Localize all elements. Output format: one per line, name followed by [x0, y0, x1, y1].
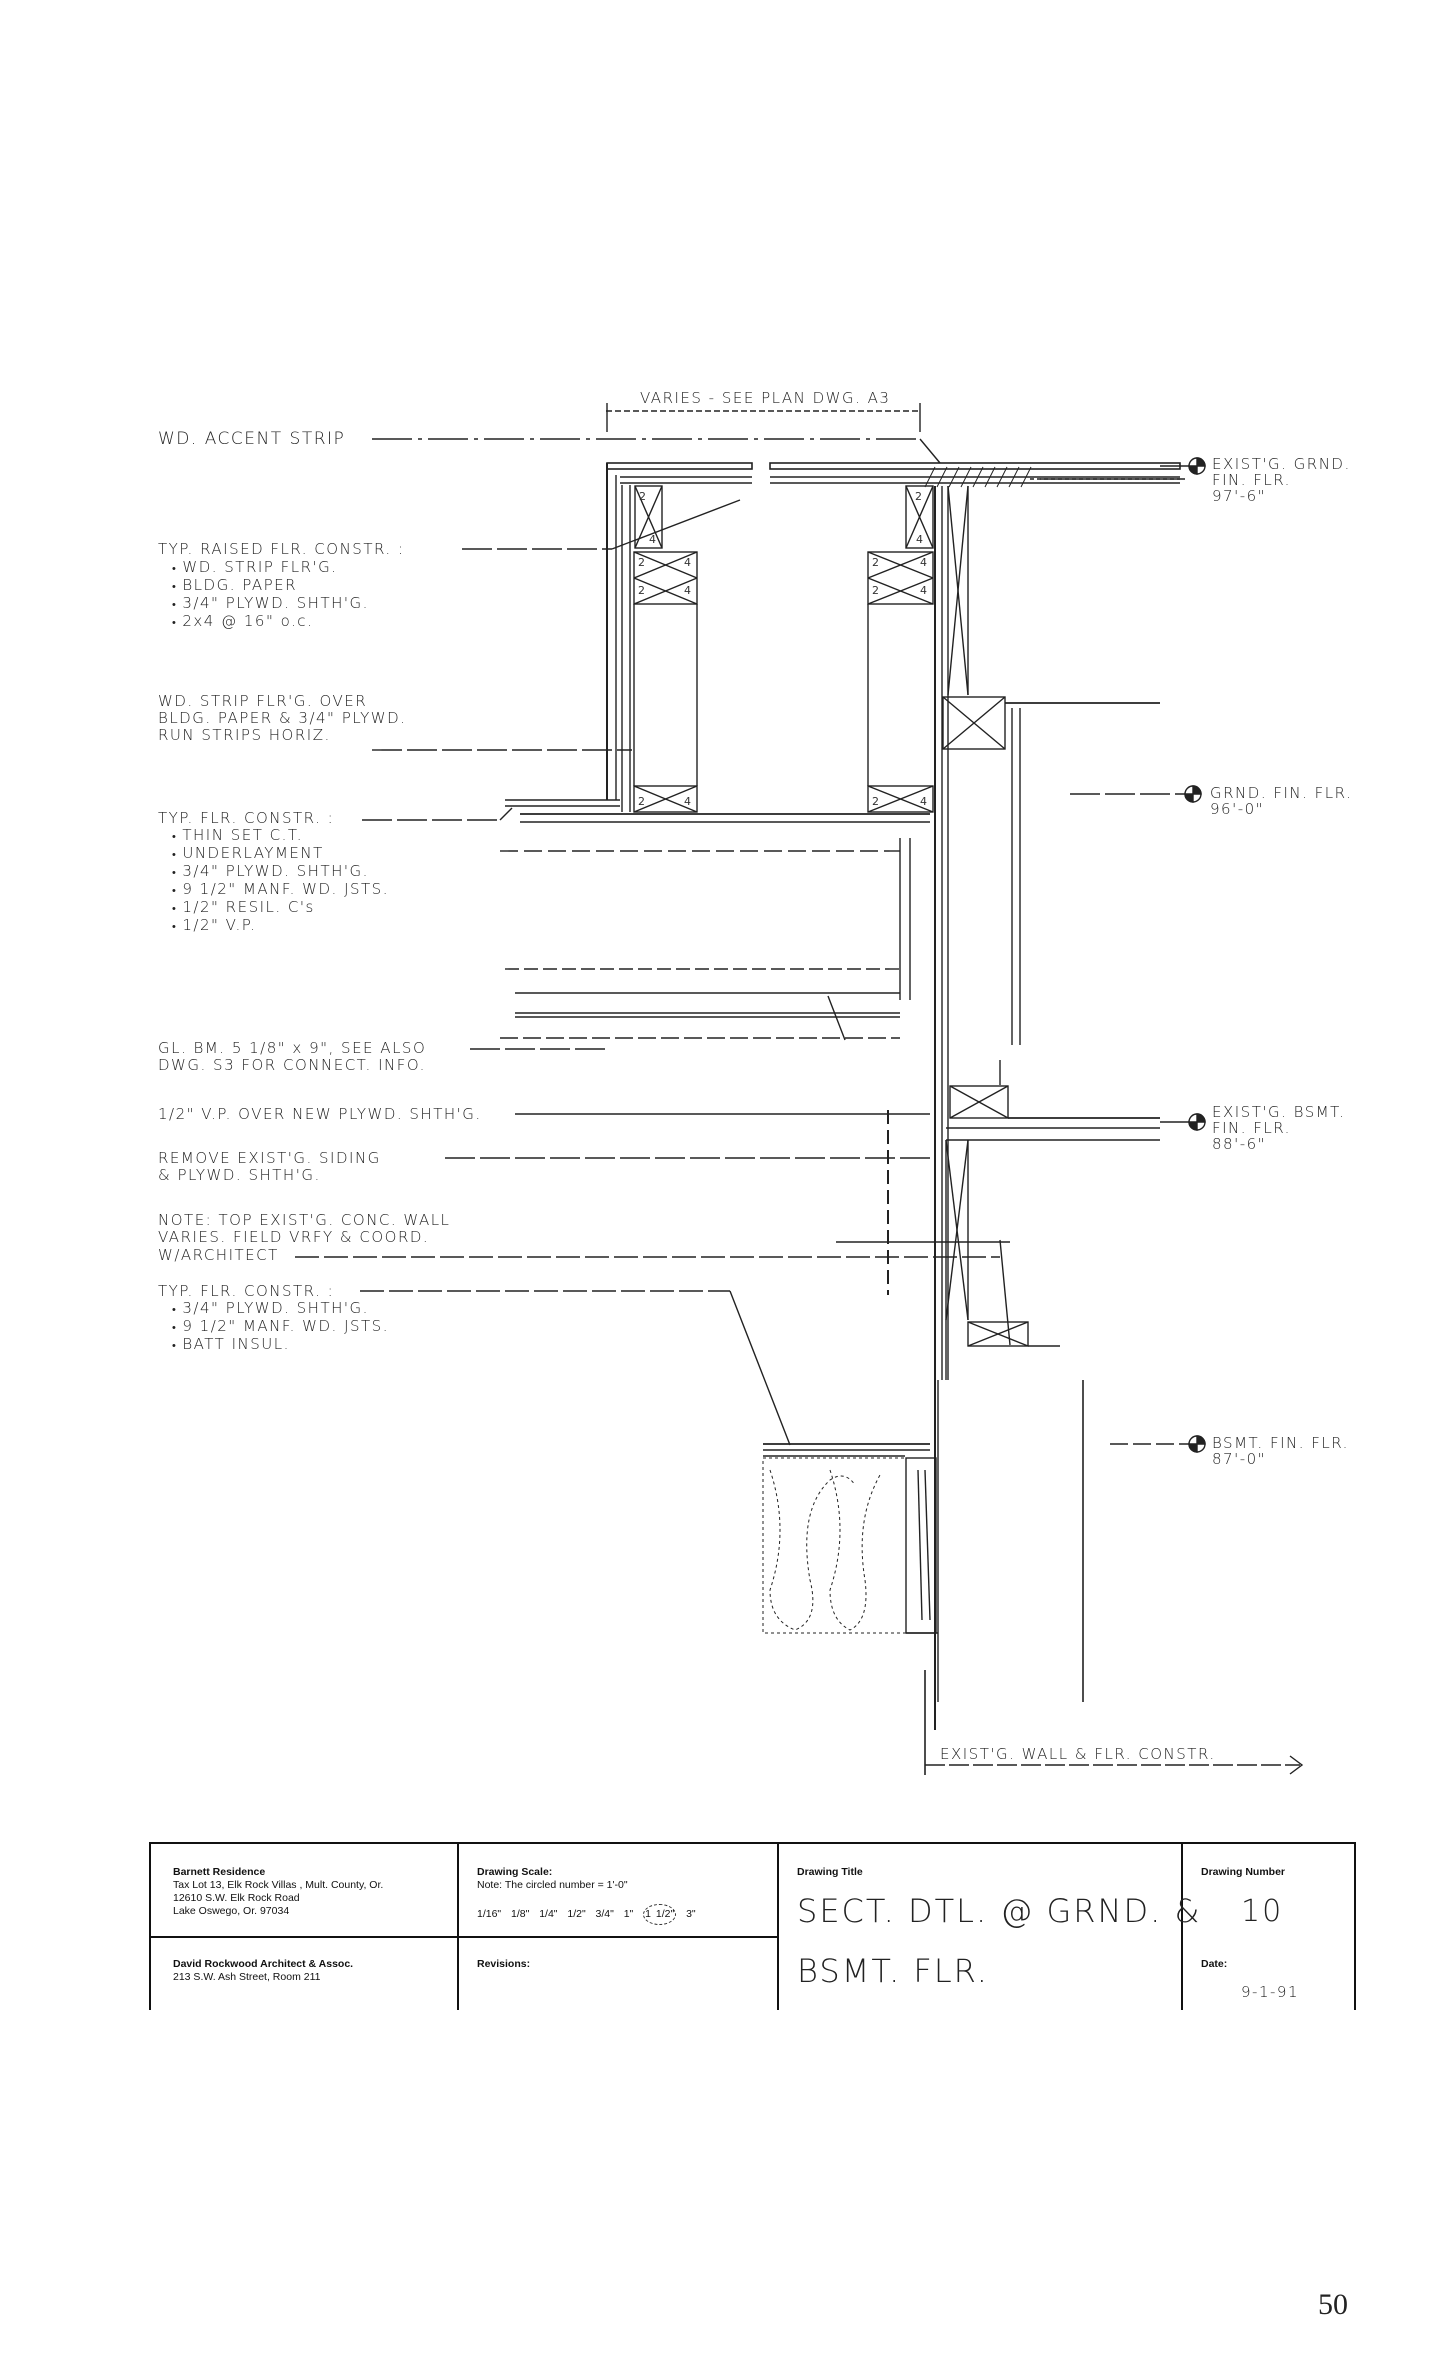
scale-option: 3/4"	[595, 1908, 614, 1920]
note-remove-siding-line: & PLYWD. SHTH'G.	[158, 1166, 321, 1184]
elevation-label-line2: FIN. FLR.	[1212, 471, 1291, 489]
note-item: 3/4" PLYWD. SHTH'G.	[172, 863, 389, 881]
elevation-marker-icon	[1184, 785, 1202, 803]
elevation-label-line2: FIN. FLR.	[1212, 1119, 1291, 1137]
note-raised-floor-title: TYP. RAISED FLR. CONSTR. :	[158, 540, 405, 558]
note-strip-floor-line: RUN STRIPS HORIZ.	[158, 726, 331, 744]
drawing-number-heading: Drawing Number	[1201, 1866, 1285, 1879]
note-typ-floor-list: THIN SET C.T. UNDERLAYMENT 3/4" PLYWD. S…	[172, 827, 389, 935]
stud-label: 4	[920, 556, 927, 569]
note-item: 2x4 @ 16" o.c.	[172, 613, 369, 631]
stud-label: 4	[684, 584, 691, 597]
revisions: Revisions:	[477, 1958, 530, 1971]
elevation-value: 97'-6"	[1212, 487, 1267, 505]
project-name: Barnett Residence	[173, 1866, 266, 1878]
elevation-value: 88'-6"	[1212, 1135, 1267, 1153]
scale-note: Note: The circled number = 1'-0"	[477, 1879, 628, 1891]
scale-option: 1"	[623, 1908, 634, 1920]
project-line: Tax Lot 13, Elk Rock Villas , Mult. Coun…	[173, 1879, 384, 1891]
note-item: 3/4" PLYWD. SHTH'G.	[172, 595, 369, 613]
note-glulam-title: GL. BM. 5 1/8" x 9", SEE ALSO	[158, 1039, 427, 1057]
date-label: Date:	[1201, 1958, 1228, 1970]
drawing-number-value: 10	[1241, 1894, 1284, 1929]
note-typ-floor-2-title: TYP. FLR. CONSTR. :	[158, 1282, 335, 1300]
stud-label: 2	[638, 795, 645, 808]
elevation-label: BSMT. FIN. FLR.	[1212, 1434, 1349, 1452]
drawing-title-line2: BSMT. FLR.	[797, 1952, 989, 1990]
note-remove-siding-title: REMOVE EXIST'G. SIDING	[158, 1149, 381, 1167]
scale-option: 1/16"	[477, 1908, 502, 1920]
scale-option-selected: 1 1/2"	[643, 1904, 677, 1925]
stud-label: 4	[649, 533, 656, 546]
note-typ-floor-title: TYP. FLR. CONSTR. :	[158, 809, 335, 827]
note-item: 3/4" PLYWD. SHTH'G.	[172, 1300, 389, 1318]
note-vp: 1/2" V.P. OVER NEW PLYWD. SHTH'G.	[158, 1105, 482, 1123]
elevation-marker-icon	[1188, 1435, 1206, 1453]
date-value: 9-1-91	[1241, 1983, 1299, 2001]
stud-label: 2	[872, 584, 879, 597]
drawing-title-label: Drawing Title	[797, 1866, 863, 1878]
note-item: 1/2" V.P.	[172, 917, 389, 935]
date-heading: Date:	[1201, 1958, 1227, 1971]
note-glulam-line: DWG. S3 FOR CONNECT. INFO.	[158, 1056, 426, 1074]
page-number: 50	[1318, 2288, 1348, 2321]
note-item: 9 1/2" MANF. WD. JSTS.	[172, 1318, 389, 1336]
scale-option: 1/4"	[539, 1908, 558, 1920]
elevation-marker-icon	[1188, 457, 1206, 475]
stud-label: 4	[920, 584, 927, 597]
revisions-heading: Revisions:	[477, 1958, 531, 1970]
architect-info: David Rockwood Architect & Assoc. 213 S.…	[173, 1958, 353, 1984]
elevation-label: EXIST'G. GRND.	[1212, 455, 1351, 473]
architect-name: David Rockwood Architect & Assoc.	[173, 1958, 354, 1970]
note-conc-wall-line: VARIES. FIELD VRFY & COORD.	[158, 1228, 430, 1246]
note-conc-wall-title: NOTE: TOP EXIST'G. CONC. WALL	[158, 1211, 451, 1229]
note-typ-floor-2-list: 3/4" PLYWD. SHTH'G. 9 1/2" MANF. WD. JST…	[172, 1300, 389, 1354]
note-item: WD. STRIP FLR'G.	[172, 559, 369, 577]
elevation-label: GRND. FIN. FLR.	[1210, 784, 1353, 802]
elevation-value: 96'-0"	[1210, 800, 1265, 818]
stud-label: 4	[920, 795, 927, 808]
stud-label: 2	[639, 490, 646, 503]
title-block: Barnett Residence Tax Lot 13, Elk Rock V…	[149, 1842, 1356, 2010]
elevation-marker-icon	[1188, 1113, 1206, 1131]
elevation-label: EXIST'G. BSMT.	[1212, 1103, 1346, 1121]
dimension-label: VARIES - SEE PLAN DWG. A3	[640, 389, 891, 407]
architect-line: 213 S.W. Ash Street, Room 211	[173, 1971, 321, 1983]
elevation-value: 87'-0"	[1212, 1450, 1267, 1468]
project-line: Lake Oswego, Or. 97034	[173, 1905, 290, 1917]
drawing-title-line1: SECT. DTL. @ GRND. &	[797, 1892, 1202, 1930]
note-item: 9 1/2" MANF. WD. JSTS.	[172, 881, 389, 899]
note-strip-floor-title: WD. STRIP FLR'G. OVER	[158, 692, 368, 710]
note-item: BATT INSUL.	[172, 1336, 389, 1354]
scale-heading: Drawing Scale:	[477, 1866, 553, 1878]
scale-option: 1/2"	[567, 1908, 586, 1920]
stud-label: 4	[916, 533, 923, 546]
scale-option: 3"	[686, 1908, 696, 1920]
note-strip-floor-line: BLDG. PAPER & 3/4" PLYWD.	[158, 709, 407, 727]
note-accent-strip: WD. ACCENT STRIP	[158, 429, 346, 449]
stud-label: 4	[684, 795, 691, 808]
drawing-scale: Drawing Scale: Note: The circled number …	[477, 1866, 696, 1925]
stud-label: 2	[872, 556, 879, 569]
project-line: 12610 S.W. Elk Rock Road	[173, 1892, 300, 1904]
scale-option: 1/8"	[511, 1908, 530, 1920]
stud-label: 2	[638, 584, 645, 597]
note-raised-floor-list: WD. STRIP FLR'G. BLDG. PAPER 3/4" PLYWD.…	[172, 559, 369, 631]
drawing-title-heading: Drawing Title	[797, 1866, 863, 1879]
stud-label: 4	[684, 556, 691, 569]
scale-options: 1/16" 1/8" 1/4" 1/2" 3/4" 1" 1 1/2" 3"	[477, 1904, 696, 1925]
existing-wall-label: EXIST'G. WALL & FLR. CONSTR.	[940, 1745, 1216, 1763]
note-item: 1/2" RESIL. C's	[172, 899, 389, 917]
note-item: BLDG. PAPER	[172, 577, 369, 595]
drawing-number-label: Drawing Number	[1201, 1866, 1286, 1878]
note-item: THIN SET C.T.	[172, 827, 389, 845]
note-conc-wall-line: W/ARCHITECT	[158, 1246, 279, 1264]
stud-label: 2	[915, 490, 922, 503]
stud-label: 2	[638, 556, 645, 569]
note-item: UNDERLAYMENT	[172, 845, 389, 863]
project-info: Barnett Residence Tax Lot 13, Elk Rock V…	[173, 1866, 383, 1918]
stud-label: 2	[872, 795, 879, 808]
